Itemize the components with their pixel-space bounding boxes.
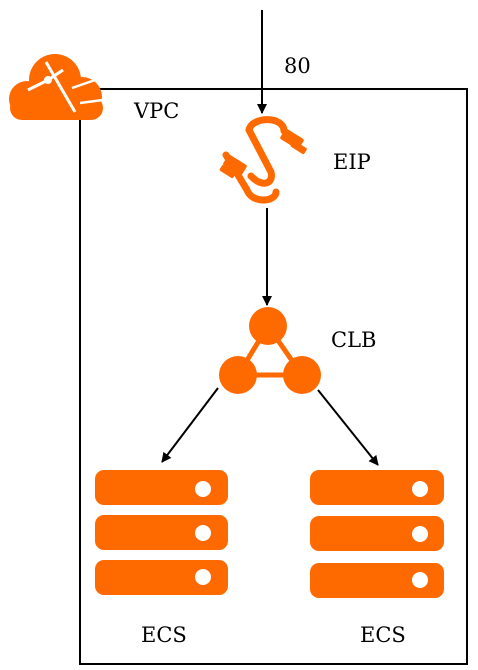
eip-label: EIP [333,150,371,174]
cloud-logo-icon [9,54,104,120]
port-label: 80 [284,54,311,78]
ecs-left-label: ECS [141,623,187,647]
vpc-label: VPC [134,99,180,123]
clb-load-balancer-icon [219,307,321,394]
ecs-server-icon [95,470,228,595]
arrow-clb-to-ecs-right [317,389,379,466]
arrow-clb-to-ecs-left [161,387,219,463]
eip-link-icon [219,116,307,204]
clb-label: CLB [331,328,377,352]
ecs-server-icon [310,470,444,598]
vpc-boundary [79,88,468,665]
ecs-right-label: ECS [360,623,406,647]
